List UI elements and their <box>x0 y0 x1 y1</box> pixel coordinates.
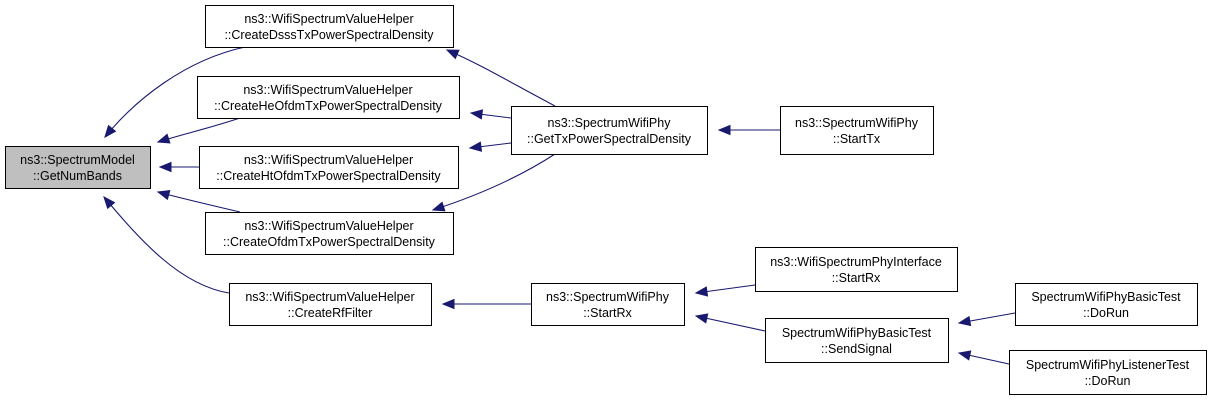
arrow-head-icon <box>468 141 483 152</box>
node-box[interactable] <box>205 5 454 48</box>
node-label-line1: ns3::WifiSpectrumValueHelper <box>243 83 412 97</box>
edge-ht-to-root <box>158 161 199 173</box>
node-ht[interactable]: ns3::WifiSpectrumValueHelper::CreateHtOf… <box>199 146 459 189</box>
node-starttx[interactable]: ns3::SpectrumWifiPhy::StartTx <box>780 106 934 155</box>
edge-rf-to-root <box>103 195 230 294</box>
arrow-head-icon <box>104 124 117 139</box>
node-label-line2: ::GetNumBands <box>33 169 122 183</box>
node-label-line2: ::StartRx <box>832 271 881 285</box>
node-sendsig[interactable]: SpectrumWifiPhyBasicTest::SendSignal <box>765 318 949 363</box>
edge-line <box>695 315 766 332</box>
edge-line <box>104 46 246 138</box>
node-box[interactable] <box>765 318 949 363</box>
edge-line <box>432 153 556 211</box>
edge-gettx-to-ht <box>468 141 512 152</box>
node-box[interactable] <box>229 283 432 326</box>
arrow-head-icon <box>957 315 972 327</box>
node-box[interactable] <box>780 106 934 155</box>
edge-line <box>157 117 241 143</box>
edge-dsss-to-root <box>104 46 246 139</box>
node-label-line2: ::StartTx <box>833 132 881 146</box>
node-basicrun[interactable]: SpectrumWifiPhyBasicTest::DoRun <box>1015 283 1198 326</box>
node-label-line1: ns3::SpectrumModel <box>20 153 135 167</box>
node-box[interactable] <box>755 247 958 292</box>
node-box[interactable] <box>5 146 151 189</box>
node-he[interactable]: ns3::WifiSpectrumValueHelper::CreateHeOf… <box>197 76 460 119</box>
node-label-line1: SpectrumWifiPhyListenerTest <box>1026 358 1190 372</box>
node-label-line1: ns3::SpectrumWifiPhy <box>795 116 919 130</box>
node-dsss[interactable]: ns3::WifiSpectrumValueHelper::CreateDsss… <box>205 5 454 48</box>
edge-line <box>157 191 241 213</box>
node-label-line1: SpectrumWifiPhyBasicTest <box>1031 290 1181 304</box>
node-label-line2: ::DoRun <box>1085 374 1131 388</box>
node-box[interactable] <box>531 283 685 326</box>
edge-ifacerx-to-startrx <box>694 284 756 297</box>
node-startrx[interactable]: ns3::SpectrumWifiPhy::StartRx <box>531 283 685 326</box>
node-label-line2: ::DoRun <box>1083 306 1129 320</box>
node-root[interactable]: ns3::SpectrumModel::GetNumBands <box>5 146 151 189</box>
edge-ofdm-to-root <box>156 189 241 213</box>
arrow-head-icon <box>156 133 171 144</box>
node-rf[interactable]: ns3::WifiSpectrumValueHelper::CreateRfFi… <box>229 283 432 326</box>
edge-he-to-root <box>156 117 241 144</box>
node-gettx[interactable]: ns3::SpectrumWifiPhy::GetTxPowerSpectral… <box>511 106 708 155</box>
node-label-line2: ::GetTxPowerSpectralDensity <box>527 132 692 146</box>
arrow-head-icon <box>717 124 731 136</box>
node-label-line1: ns3::WifiSpectrumValueHelper <box>244 219 413 233</box>
arrow-head-icon <box>441 298 455 310</box>
nodes-layer: ns3::SpectrumModel::GetNumBandsns3::Wifi… <box>5 5 1207 395</box>
node-label-line1: SpectrumWifiPhyBasicTest <box>782 326 932 340</box>
node-label-line2: ::CreateDsssTxPowerSpectralDensity <box>224 28 434 42</box>
arrow-head-icon <box>431 201 446 212</box>
node-box[interactable] <box>197 76 460 119</box>
node-label-line1: ns3::WifiSpectrumValueHelper <box>244 153 413 167</box>
arrow-head-icon <box>957 350 972 361</box>
node-box[interactable] <box>1015 283 1198 326</box>
edges-layer <box>103 46 1016 365</box>
node-label-line1: ns3::WifiSpectrumPhyInterface <box>770 255 942 269</box>
arrow-head-icon <box>694 286 709 297</box>
node-label-line1: ns3::WifiSpectrumValueHelper <box>244 12 413 26</box>
edge-line <box>103 196 230 294</box>
node-label-line1: ns3::WifiSpectrumValueHelper <box>245 290 414 304</box>
node-box[interactable] <box>199 146 459 189</box>
arrow-head-icon <box>694 313 709 324</box>
edge-gettx-to-he <box>469 109 512 120</box>
arrow-head-icon <box>156 189 171 201</box>
edge-listenrun-to-sendsig <box>957 350 1010 365</box>
edge-basicrun-to-sendsig <box>957 312 1016 327</box>
node-ifacerx[interactable]: ns3::WifiSpectrumPhyInterface::StartRx <box>755 247 958 292</box>
node-ofdm[interactable]: ns3::WifiSpectrumValueHelper::CreateOfdm… <box>205 212 454 255</box>
node-box[interactable] <box>511 106 708 155</box>
edge-starttx-to-gettx <box>717 124 780 136</box>
node-box[interactable] <box>1009 350 1207 395</box>
arrow-head-icon <box>469 109 484 120</box>
node-label-line2: ::SendSignal <box>821 342 892 356</box>
edge-line <box>446 49 556 107</box>
node-label-line1: ns3::SpectrumWifiPhy <box>546 290 670 304</box>
node-label-line2: ::CreateHtOfdmTxPowerSpectralDensity <box>216 169 441 183</box>
node-listenrun[interactable]: SpectrumWifiPhyListenerTest::DoRun <box>1009 350 1207 395</box>
edge-sendsig-to-startrx <box>694 313 766 332</box>
edge-gettx-to-dsss <box>445 49 556 107</box>
node-label-line2: ::CreateRfFilter <box>288 306 373 320</box>
edge-gettx-to-ofdm <box>431 153 556 212</box>
arrow-head-icon <box>103 195 116 210</box>
edge-startrx-to-rf <box>441 298 531 310</box>
node-label-line2: ::CreateHeOfdmTxPowerSpectralDensity <box>214 99 443 113</box>
node-label-line1: ns3::SpectrumWifiPhy <box>548 116 672 130</box>
node-label-line2: ::CreateOfdmTxPowerSpectralDensity <box>223 235 436 249</box>
node-label-line2: ::StartRx <box>583 306 632 320</box>
node-box[interactable] <box>205 212 454 255</box>
arrow-head-icon <box>158 161 172 173</box>
arrow-head-icon <box>445 49 460 60</box>
